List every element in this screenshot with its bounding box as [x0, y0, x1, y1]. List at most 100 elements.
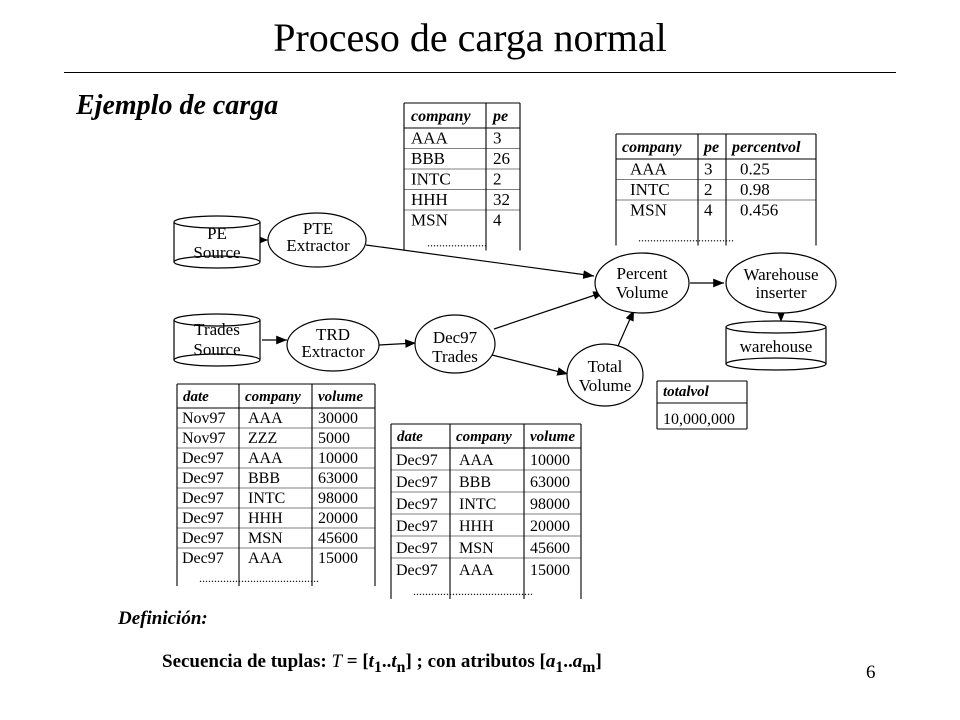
table-cell: HHH [459, 518, 494, 535]
attribute-last: a [572, 651, 583, 672]
table-cell: INTC [630, 180, 670, 199]
table-cell: 20000 [318, 510, 358, 527]
table-cell: AAA [630, 160, 668, 179]
definition-equals: = [ [342, 651, 369, 672]
trades-source-label-2: Source [193, 340, 240, 359]
table-ellipsis: ........................................ [199, 571, 319, 585]
total-volume-node [566, 343, 644, 407]
tuple-last: t [391, 651, 397, 672]
table-cell: Dec97 [182, 490, 224, 507]
pe-source-db [173, 215, 261, 269]
table-header-cell: pe [491, 108, 508, 125]
table-header-cell: volume [318, 389, 363, 405]
table-cell: 26 [493, 149, 510, 168]
pte-extractor-label-1: PTE [303, 219, 333, 238]
table-cell: AAA [248, 450, 283, 467]
table-cell: 15000 [530, 562, 570, 579]
pe-source-label-2: Source [193, 243, 240, 262]
table-ellipsis: ................................ [638, 231, 734, 245]
definition-text: Secuencia de tuplas: T = [t1..tn] ; con … [162, 651, 602, 677]
table-cell: Dec97 [396, 474, 438, 491]
table-cell: Dec97 [182, 510, 224, 527]
table-cell: HHH [411, 190, 448, 209]
attribute-last-index: m [582, 658, 596, 676]
trd-extractor-label-1: TRD [316, 325, 350, 344]
table-cell: 2 [704, 180, 713, 199]
table-header-cell: totalvol [663, 384, 710, 400]
table-cell: INTC [411, 170, 451, 189]
attribute-first: a [545, 651, 556, 672]
percent-volume-label-2: Volume [616, 283, 669, 302]
page-number: 6 [866, 662, 876, 683]
table-cell: AAA [459, 452, 494, 469]
table-cell: 30000 [318, 410, 358, 427]
slide-title: Proceso de carga normal [273, 15, 667, 60]
table-cell: HHH [248, 510, 283, 527]
dec97-trades-label-2: Trades [432, 347, 478, 366]
pte-extractor-label-2: Extractor [286, 236, 350, 255]
table-header-cell: percentvol [730, 139, 801, 156]
table-header-cell: company [622, 139, 682, 156]
warehouse-db-label: warehouse [740, 337, 813, 356]
edge-total-volume-to-percent-volume [617, 309, 635, 347]
dec97-trades-label-1: Dec97 [433, 328, 478, 347]
edge-trd-to-dec97 [378, 339, 417, 348]
tuple-last-index: n [396, 658, 406, 676]
table-cell: MSN [459, 540, 494, 557]
attribute-range-dots: .. [563, 651, 573, 672]
table-header-cell: company [245, 389, 301, 405]
warehouse-db [725, 320, 827, 371]
pte-extractor-node [267, 212, 367, 268]
trd-extractor-node [286, 318, 380, 372]
dec97-trades-node [414, 314, 496, 374]
trades-source-label-1: Trades [194, 320, 240, 339]
tuple-first: t [368, 651, 374, 672]
table-header-cell: date [397, 429, 423, 445]
table-cell: 10,000,000 [663, 411, 735, 428]
table-cell: 32 [493, 190, 510, 209]
table-cell: AAA [459, 562, 494, 579]
table-cell: 10000 [530, 452, 570, 469]
table-cell: AAA [248, 550, 283, 567]
table-cell: AAA [411, 129, 449, 148]
trades-source-db [173, 313, 261, 367]
table-cell: 3 [704, 160, 713, 179]
table-cell: MSN [630, 201, 667, 220]
table-cell: MSN [248, 530, 283, 547]
table-cell: Dec97 [396, 518, 438, 535]
warehouse-inserter-label-1: Warehouse [743, 265, 818, 284]
table-cell: 4 [493, 211, 502, 230]
attribute-first-index: 1 [555, 658, 564, 676]
table-cell: 4 [704, 201, 713, 220]
warehouse-inserter-node [725, 252, 837, 314]
table-cell: 10000 [318, 450, 358, 467]
table-cell: Nov97 [182, 410, 226, 427]
tuple-range-dots: .. [381, 651, 392, 672]
table-cell: 63000 [530, 474, 570, 491]
table-cell: 3 [493, 129, 502, 148]
table-header-cell: company [456, 429, 512, 445]
table-cell: 2 [493, 170, 502, 189]
section-heading: Ejemplo de carga [76, 90, 279, 121]
table-cell: 5000 [318, 430, 350, 447]
table-cell: BBB [248, 470, 280, 487]
table-cell: 45600 [318, 530, 358, 547]
table-cell: 63000 [318, 470, 358, 487]
table-cell: 98000 [530, 496, 570, 513]
table-cell: BBB [411, 149, 445, 168]
edge-dec97-to-total-volume [491, 354, 569, 376]
table-cell: Nov97 [182, 430, 226, 447]
table-cell: MSN [411, 211, 448, 230]
table-ellipsis: ........................................ [413, 584, 533, 598]
tuple-first-index: 1 [373, 658, 382, 676]
table-cell: BBB [459, 474, 491, 491]
percent-volume-node [594, 252, 690, 314]
percent-volume-label-1: Percent [617, 264, 668, 283]
table-cell: 98000 [318, 490, 358, 507]
table-cell: Dec97 [396, 452, 438, 469]
table-cell: Dec97 [396, 496, 438, 513]
